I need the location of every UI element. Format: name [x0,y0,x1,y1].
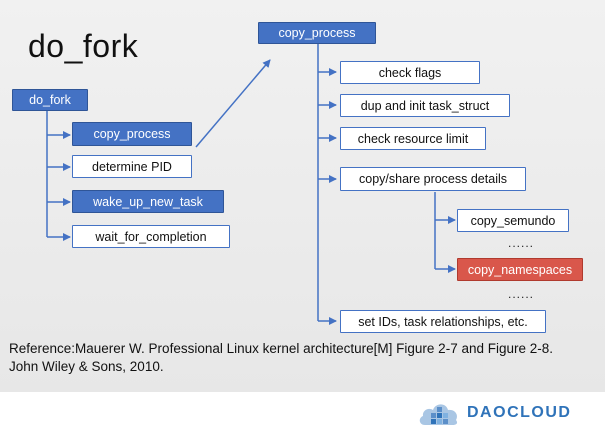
node-do-fork: do_fork [12,89,88,111]
connector-diagonal [195,59,271,148]
slide-title: do_fork [28,28,139,64]
reference-line-1: Reference:Mauerer W. Professional Linux … [9,341,554,356]
cloud-logo-icon [419,404,458,425]
logo-wordmark: DAO CLOUD [467,404,571,422]
logo-text-dao: DAO [467,404,508,421]
node-set-ids: set IDs, task relationships, etc. [340,310,546,333]
node-dup-init-task-struct: dup and init task_struct [340,94,510,117]
node-copy-semundo: copy_semundo [457,209,569,232]
node-wait-for-completion: wait_for_completion [72,225,230,248]
reference-text: Reference:Mauerer W. Professional Linux … [9,340,599,376]
node-copy-namespaces: copy_namespaces [457,258,583,281]
node-copy-share-process-details: copy/share process details [340,167,526,191]
connector-lines [46,44,456,325]
daocloud-logo: DAO CLOUD [417,398,571,428]
node-check-flags: check flags [340,61,480,84]
node-copy-process-head: copy_process [258,22,376,44]
reference-line-2: John Wiley & Sons, 2010. [9,359,164,374]
logo-text-cloud: CLOUD [507,404,572,421]
footer [0,392,605,435]
node-check-resource-limit: check resource limit [340,127,486,150]
ellipsis-1: ...... [508,236,535,250]
node-determine-pid: determine PID [72,155,192,178]
slide: do_fork do_fork copy_process determine P… [0,0,605,392]
ellipsis-2: ...... [508,287,535,301]
node-copy-process: copy_process [72,122,192,146]
node-wake-up-new-task: wake_up_new_task [72,190,224,213]
